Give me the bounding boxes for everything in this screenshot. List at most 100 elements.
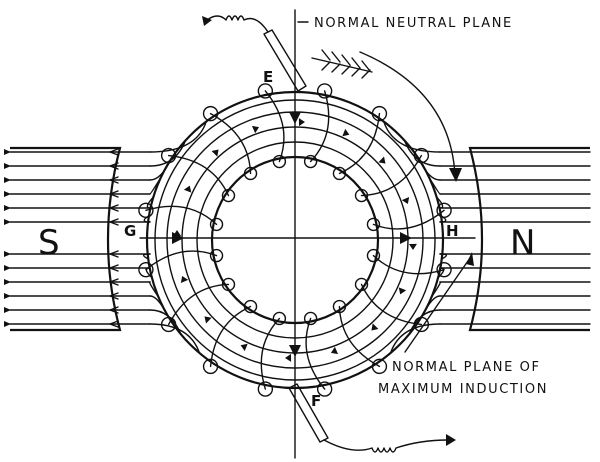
- pole-north-label: N: [510, 223, 535, 263]
- coil-11: [202, 105, 260, 181]
- field-arrow-left-6: [109, 218, 119, 226]
- coil-outer-loop-14: [371, 105, 388, 122]
- coil-outer-loop-12: [257, 83, 274, 99]
- coil-current-arrow-4: [285, 353, 292, 362]
- coil-wire-14: [338, 112, 381, 175]
- coil-current-arrow-11: [251, 125, 260, 134]
- coil-outer-loop-4: [316, 381, 333, 397]
- coil-outer-loop-9: [138, 202, 154, 219]
- magnetic-field-lines: [4, 120, 591, 354]
- pole-south-label: S: [38, 223, 60, 263]
- coil-current-arrow-12: [298, 118, 305, 127]
- south-pole-piece: [10, 146, 122, 332]
- coil-outer-loop-1: [436, 261, 452, 278]
- coil-current-arrow-16: [408, 243, 417, 250]
- field-arrow-left-9: [109, 278, 119, 286]
- point-g-label: G: [124, 222, 136, 240]
- coil-4: [285, 311, 333, 397]
- field-bend-right-1: [383, 120, 441, 153]
- coil-wire-7: [167, 283, 230, 326]
- field-arrow-left-7: [109, 250, 119, 258]
- coil-6: [202, 299, 258, 375]
- coil-outer-loop-8: [138, 261, 154, 278]
- coil-inner-loop-9: [209, 217, 224, 232]
- coil-outer-loop-15: [413, 147, 430, 164]
- point-h-label: H: [446, 222, 459, 240]
- coil-wire-15: [360, 154, 423, 197]
- coil-outer-loop-16: [436, 202, 452, 219]
- coil-outer-loop-7: [160, 316, 177, 333]
- point-f-label: F: [311, 392, 321, 410]
- rotation-direction-arrow: [311, 49, 462, 182]
- coil-16: [366, 202, 452, 250]
- coil-inner-loop-10: [221, 188, 236, 203]
- coil-14: [332, 105, 388, 181]
- coil-current-arrow-15: [401, 196, 410, 205]
- coil-7: [160, 275, 236, 333]
- coil-outer-loop-3: [371, 358, 388, 375]
- field-arrow-left-12: [109, 320, 119, 328]
- coil-wire-2: [360, 283, 423, 326]
- coil-5: [240, 311, 287, 397]
- coil-9: [138, 185, 224, 232]
- coil-outer-loop-5: [257, 381, 274, 397]
- coil-10: [160, 147, 236, 203]
- coil-wire-1: [372, 254, 445, 275]
- field-arrow-left-3: [109, 176, 119, 184]
- lead-wire-top: [202, 15, 269, 33]
- coil-current-arrow-6: [204, 316, 212, 324]
- field-bend-left-12: [149, 323, 201, 354]
- field-arrow-left-2: [109, 162, 119, 170]
- coil-wire-5: [260, 317, 281, 390]
- field-bend-right-12: [389, 323, 441, 354]
- coil-current-arrow-5: [240, 343, 248, 352]
- coil-inner-loop-13: [303, 154, 318, 169]
- coil-inner-loop-5: [272, 311, 287, 326]
- coil-outer-loop-13: [316, 83, 333, 99]
- field-arrow-left-10: [109, 292, 119, 300]
- north-pole-piece: [468, 146, 590, 332]
- coil-inner-loop-8: [209, 248, 224, 263]
- coil-12: [257, 83, 305, 169]
- brush-bottom: [288, 383, 329, 443]
- coil-current-arrow-13: [342, 128, 350, 137]
- coil-current-arrow-2: [371, 323, 379, 331]
- max-induction-caption-line2: MAXIMUM INDUCTION: [378, 382, 548, 397]
- coil-wire-11: [209, 112, 252, 175]
- coil-wire-10: [167, 154, 230, 197]
- coil-15: [354, 147, 430, 205]
- coil-wire-6: [209, 305, 252, 368]
- coil-outer-loop-2: [413, 316, 430, 333]
- coil-current-arrow-7: [180, 275, 189, 284]
- coil-inner-loop-6: [243, 299, 258, 314]
- coil-wire-9: [145, 205, 218, 226]
- coil-wire-3: [338, 305, 381, 368]
- field-arrow-left-5: [109, 204, 119, 212]
- field-bend-left-1: [149, 120, 207, 153]
- coil-inner-loop-2: [354, 277, 369, 292]
- coil-inner-loop-1: [366, 248, 381, 263]
- coil-inner-loop-16: [366, 217, 381, 232]
- coil-inner-loop-12: [272, 154, 287, 169]
- coil-current-arrow-9: [183, 185, 192, 193]
- field-arrow-left-8: [109, 264, 119, 272]
- armature-coils: [138, 83, 452, 397]
- coil-wire-4: [305, 317, 326, 390]
- field-arrow-left-11: [109, 306, 119, 314]
- coil-wire-13: [309, 90, 330, 163]
- coil-13: [303, 83, 350, 169]
- coil-current-arrow-3: [330, 346, 339, 355]
- field-arrow-left-1: [109, 148, 119, 156]
- coil-current-arrow-14: [378, 156, 386, 164]
- neutral-plane-caption: NORMAL NEUTRAL PLANE: [314, 16, 513, 31]
- max-induction-leader: [404, 252, 474, 353]
- field-arrow-left-4: [109, 190, 119, 198]
- max-induction-caption-line1: NORMAL PLANE OF: [392, 360, 541, 375]
- coil-3: [330, 299, 388, 375]
- horizontal-axis-line: [139, 232, 476, 244]
- coil-current-arrow-10: [211, 149, 219, 157]
- coil-wire-8: [145, 250, 218, 271]
- coil-outer-loop-6: [202, 358, 219, 375]
- coil-2: [354, 277, 430, 333]
